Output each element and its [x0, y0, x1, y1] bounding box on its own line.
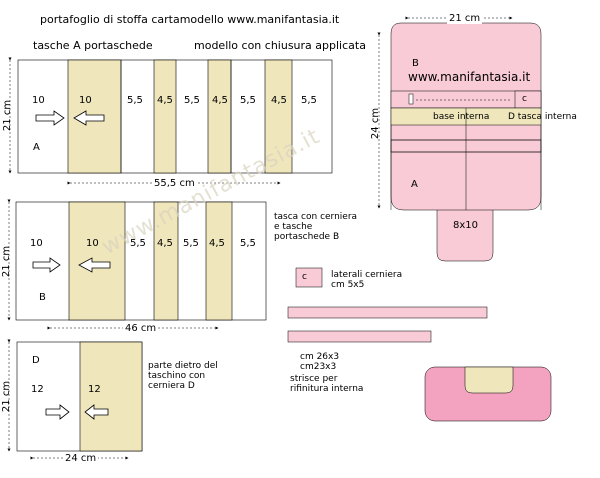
panel-a — [8, 57, 333, 185]
panel-d-caption-2: taschino con — [148, 371, 206, 381]
panel-d-letter: D — [32, 355, 40, 366]
side-pieces — [287, 267, 552, 422]
panel-b-caption-3: portaschede B — [274, 232, 340, 242]
panel-a-cell-1: 10 — [32, 95, 45, 106]
side-caption-2: cm 5x5 — [331, 280, 365, 290]
panel-b-letter: B — [39, 292, 46, 303]
wallet-height-label: 24 cm — [370, 107, 382, 140]
panel-a-cell-5: 5,5 — [184, 95, 200, 106]
panel-a-letter: A — [33, 142, 40, 153]
panel-b-cell-1: 10 — [30, 238, 43, 249]
side-caption-1: laterali cerniera — [331, 270, 403, 280]
wallet-d-label: D tasca interna — [508, 112, 577, 122]
wallet-width-label: 21 cm — [447, 13, 483, 24]
panel-b-cell-7: 5,5 — [240, 238, 256, 249]
side-c-label: c — [302, 272, 307, 282]
panel-a-height-label: 21 cm — [2, 99, 14, 132]
panel-d-caption-3: cerniera D — [148, 381, 195, 391]
panel-a-cell-6: 4,5 — [212, 95, 228, 106]
panel-b-cell-4: 4,5 — [157, 238, 173, 249]
panel-b-caption-1: tasca con cerniera — [274, 212, 358, 222]
panel-b-cell-2: 10 — [86, 238, 99, 249]
wallet-site: www.manifantasia.it — [408, 70, 531, 84]
wallet-label-b: B — [412, 58, 419, 69]
panel-d — [7, 339, 143, 460]
panel-b — [7, 199, 267, 330]
panel-a-cell-8: 4,5 — [271, 95, 287, 106]
panel-d-height-label: 21 cm — [1, 380, 13, 413]
strips-size-2: cm23x3 — [300, 362, 337, 372]
panel-a-cell-7: 5,5 — [240, 95, 256, 106]
panel-a-cell-4: 4,5 — [157, 95, 173, 106]
panel-b-height-label: 21 cm — [1, 245, 13, 278]
strips-note-1: strisce per — [290, 374, 338, 384]
panel-b-cell-5: 5,5 — [183, 238, 199, 249]
panel-d-width-label: 24 cm — [63, 453, 99, 464]
panel-a-note: modello con chiusura applicata — [194, 39, 366, 52]
panel-a-width-label: 55,5 cm — [152, 178, 197, 189]
panel-b-caption-2: e tasche — [274, 222, 313, 232]
panel-b-width-label: 46 cm — [123, 323, 159, 334]
panel-b-cell-6: 4,5 — [209, 238, 225, 249]
panel-a-cell-9: 5,5 — [301, 95, 317, 106]
strips-note-2: rifinitura interna — [290, 384, 364, 394]
panel-b-cell-3: 5,5 — [130, 238, 146, 249]
wallet-label-c: c — [522, 94, 527, 104]
panel-a-cell-2: 10 — [79, 95, 92, 106]
wallet-base-label: base interna — [433, 112, 490, 122]
panel-d-caption-1: parte dietro del — [148, 361, 218, 371]
panel-a-heading: tasche A portaschede — [33, 39, 153, 52]
panel-d-cell-2: 12 — [88, 384, 101, 395]
strips-size-1: cm 26x3 — [300, 352, 340, 362]
page-title: portafoglio di stoffa cartamodello www.m… — [40, 13, 340, 26]
wallet-panel — [377, 16, 542, 262]
panel-d-cell-1: 12 — [31, 384, 44, 395]
wallet-label-a: A — [411, 179, 418, 190]
wallet-tab-label: 8x10 — [453, 220, 479, 231]
panel-a-cell-3: 5,5 — [127, 95, 143, 106]
